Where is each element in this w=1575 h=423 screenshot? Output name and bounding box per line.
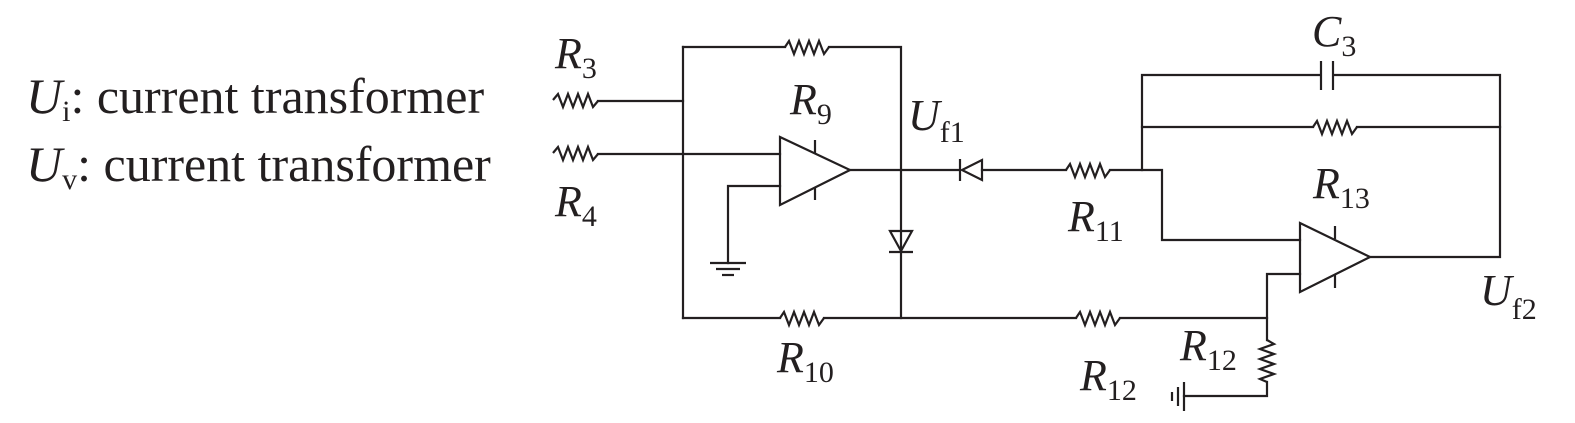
label-uf1: Uf1 bbox=[908, 91, 965, 149]
opamp-1-symbol bbox=[778, 135, 853, 207]
label-r12-bottom: R12 bbox=[1079, 351, 1137, 407]
resistor-r13-symbol bbox=[1312, 117, 1358, 138]
label-r10: R10 bbox=[776, 333, 834, 389]
label-r13: R13 bbox=[1312, 159, 1370, 215]
wire-opamp1-ground bbox=[726, 184, 782, 265]
capacitor-c3-symbol bbox=[1319, 61, 1335, 90]
resistor-r3-symbol bbox=[552, 90, 599, 111]
label-uf2: Uf2 bbox=[1480, 266, 1537, 326]
resistor-r12b-symbol bbox=[1256, 339, 1278, 384]
resistor-r4-symbol bbox=[552, 143, 599, 164]
wire-r11-node bbox=[1108, 168, 1302, 242]
resistor-r12a-symbol bbox=[1075, 308, 1121, 329]
label-r4: R4 bbox=[554, 177, 597, 233]
label-r3: R3 bbox=[554, 29, 597, 85]
diode-horizontal-symbol bbox=[958, 158, 984, 182]
resistor-r11-symbol bbox=[1065, 160, 1111, 181]
label-r11: R11 bbox=[1067, 192, 1124, 248]
label-r9: R9 bbox=[789, 75, 832, 131]
label-ui: Ui: current transformer bbox=[26, 68, 484, 128]
wire-top-feedback-right bbox=[827, 45, 903, 320]
resistor-r9-symbol bbox=[784, 37, 830, 58]
wire-opamp2-input2 bbox=[1265, 272, 1302, 342]
label-c3: C3 bbox=[1312, 7, 1356, 63]
wires bbox=[596, 45, 1502, 398]
label-r12-vertical: R12 bbox=[1179, 321, 1237, 377]
wire-feedback-bus bbox=[1140, 73, 1322, 172]
wire-c3-right bbox=[1332, 73, 1502, 259]
diode-vertical-symbol bbox=[888, 229, 914, 254]
label-uv: Uv: current transformer bbox=[26, 136, 491, 196]
ground-r12-symbol bbox=[1170, 382, 1186, 411]
opamp-2-symbol bbox=[1298, 221, 1373, 294]
ground-opamp1-symbol bbox=[710, 261, 746, 277]
wire-r12v-ground bbox=[1182, 380, 1269, 398]
resistor-r10-symbol bbox=[779, 308, 825, 329]
